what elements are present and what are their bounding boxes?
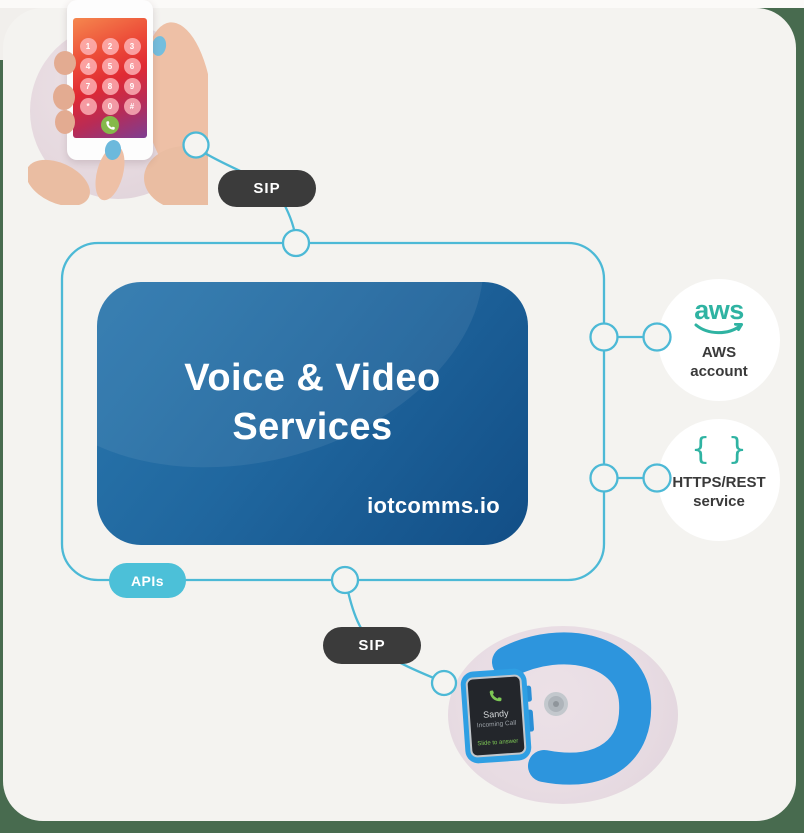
dialpad-key: 8 bbox=[101, 77, 119, 95]
watch-caller: Sandy bbox=[483, 708, 510, 720]
apis-badge: APIs bbox=[109, 563, 186, 598]
hand-front-illustration bbox=[28, 51, 125, 205]
watch-action: Slide to answer bbox=[477, 739, 518, 748]
aws-label-line1: AWS bbox=[701, 344, 737, 361]
dialpad-key: 7 bbox=[79, 77, 97, 95]
brand-label: iotcomms.io bbox=[367, 493, 500, 518]
card-title: Voice & Video Services bbox=[97, 354, 528, 452]
phone-photo: 1 2 3 4 5 6 7 8 9 * 0 # bbox=[28, 0, 208, 205]
aws-account-node: aws AWS account bbox=[658, 279, 780, 401]
services-card: Voice & Video Services iotcomms.io bbox=[97, 282, 528, 545]
phone-device: 1 2 3 4 5 6 7 8 9 * 0 # bbox=[67, 0, 153, 160]
aws-label-line2: account bbox=[690, 363, 748, 380]
incoming-call-icon bbox=[489, 690, 502, 702]
call-button bbox=[101, 116, 119, 134]
dialpad-key: 5 bbox=[101, 57, 119, 75]
aws-smile-icon bbox=[694, 323, 743, 335]
dialpad-key: 6 bbox=[123, 57, 141, 75]
dialpad-key: 9 bbox=[123, 77, 141, 95]
sip-badge-top: SIP bbox=[218, 170, 316, 207]
phone-dialpad: 1 2 3 4 5 6 7 8 9 * 0 # bbox=[77, 36, 143, 116]
watch-face: Sandy Incoming Call Slide to answer bbox=[460, 668, 534, 764]
dialpad-key: 4 bbox=[79, 57, 97, 75]
dialpad-key: * bbox=[79, 97, 97, 115]
page-top-strip bbox=[0, 0, 804, 8]
watch-photo: Sandy Incoming Call Slide to answer bbox=[448, 626, 678, 804]
aws-logo: aws bbox=[694, 295, 744, 325]
dialpad-key: 0 bbox=[101, 97, 119, 115]
dialpad-key: # bbox=[123, 97, 141, 115]
aws-label: AWS account bbox=[690, 343, 748, 381]
rest-label: HTTPS/REST service bbox=[672, 473, 765, 511]
rest-label-line2: service bbox=[693, 493, 745, 510]
card-title-line2: Services bbox=[232, 406, 393, 448]
braces-icon: { } bbox=[691, 432, 747, 467]
call-button-icon bbox=[105, 120, 115, 130]
phone-screen: 1 2 3 4 5 6 7 8 9 * 0 # bbox=[73, 18, 147, 138]
dialpad-key: 2 bbox=[101, 37, 119, 55]
dialpad-key: 3 bbox=[123, 37, 141, 55]
dialpad-key: 1 bbox=[79, 37, 97, 55]
rest-service-node: { } HTTPS/REST service bbox=[658, 419, 780, 541]
watch-status: Incoming Call bbox=[477, 720, 517, 730]
rest-label-line1: HTTPS/REST bbox=[672, 474, 766, 491]
watch-band bbox=[492, 632, 652, 785]
sip-badge-bottom: SIP bbox=[323, 627, 421, 664]
card-title-line1: Voice & Video bbox=[184, 357, 441, 399]
smartwatch-illustration: Sandy Incoming Call Slide to answer bbox=[460, 632, 652, 785]
